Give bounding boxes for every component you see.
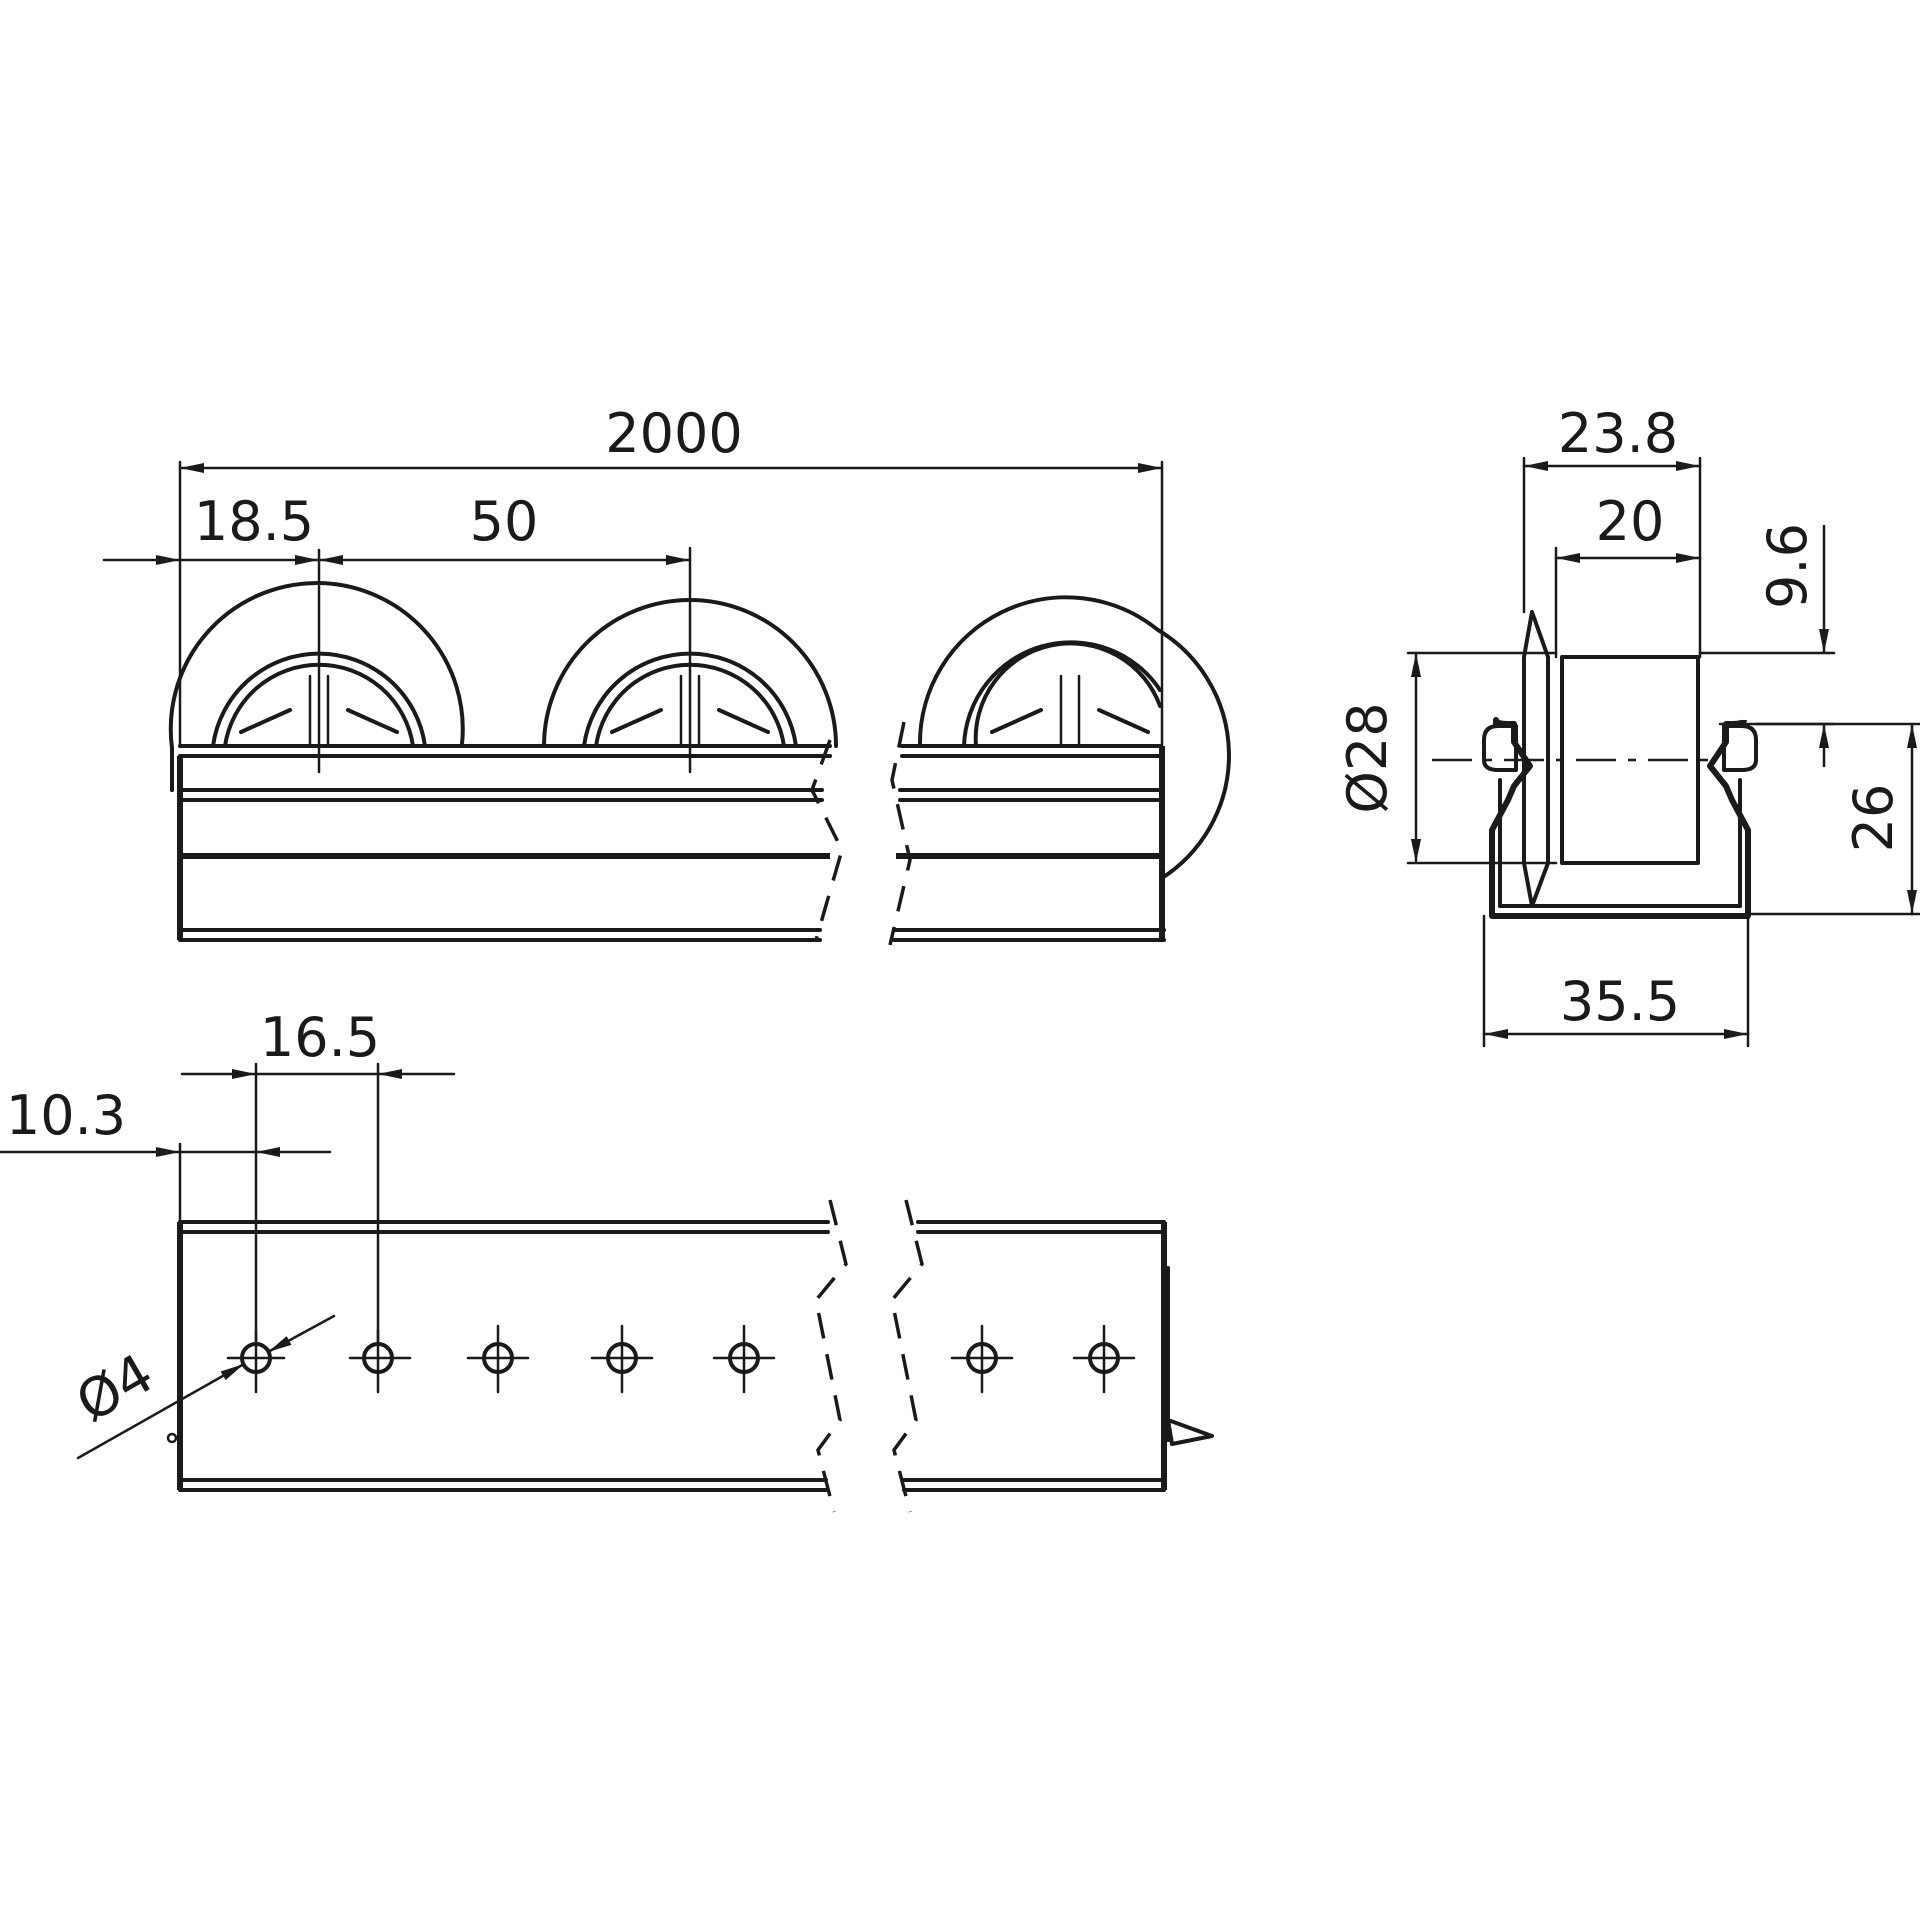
dimension-profile-height: 26: [1746, 722, 1920, 916]
mounting-holes: [226, 1324, 1136, 1394]
hole: [348, 1328, 412, 1394]
dimension-axle-height: 9.6: [1698, 523, 1836, 768]
dimension-rail-outer-width: 23.8: [1522, 402, 1702, 659]
break-line-top-left: [814, 1199, 848, 1513]
hole: [466, 1324, 530, 1394]
dimension-profile-base-width: 35.5: [1482, 914, 1750, 1048]
dimension-label-35-5: 35.5: [1560, 970, 1680, 1033]
roller-3: [917, 595, 1231, 880]
dimension-rail-inner-width: 20: [1554, 490, 1702, 659]
dimension-first-hole-offset: 10.3: [0, 1084, 332, 1224]
dimension-roller-diameter: Ø28: [1336, 651, 1558, 865]
dimension-overall-length: 2000: [178, 402, 1164, 748]
hole: [1072, 1324, 1136, 1394]
top-view: 16.5 10.3 Ø4: [0, 1006, 1214, 1513]
dimension-label-10-3: 10.3: [6, 1084, 126, 1147]
hole: [590, 1324, 654, 1394]
dimension-label-diameter-4: Ø4: [66, 1341, 164, 1434]
break-line-top-right: [890, 1199, 924, 1513]
rail-top-right: [902, 1220, 1214, 1492]
break-line-left: [810, 739, 844, 941]
hole: [712, 1324, 776, 1394]
dimension-hole-pitch: 16.5: [180, 1006, 456, 1346]
side-view: 23.8 20 9.6 Ø28 26: [1336, 402, 1920, 1048]
dimension-label-26: 26: [1842, 784, 1905, 853]
hole: [950, 1324, 1014, 1394]
dimension-label-23-8: 23.8: [1558, 402, 1678, 465]
rail-profile-left: [170, 744, 832, 942]
rail-top-left: [177, 1220, 830, 1492]
dimension-label-2000: 2000: [605, 402, 742, 465]
roller-1: [168, 581, 465, 792]
dimension-roller-pitch: 18.5 50: [102, 490, 692, 565]
break-line-right: [888, 721, 912, 946]
front-view: 2000 18.5 50: [102, 402, 1231, 946]
dimension-label-18-5: 18.5: [194, 490, 314, 553]
dimension-label-diameter-28: Ø28: [1336, 702, 1399, 813]
rail-profile-right: [892, 744, 1166, 942]
dimension-label-9-6: 9.6: [1756, 523, 1819, 609]
dimension-hole-diameter: Ø4: [66, 1314, 336, 1460]
dimension-label-16-5: 16.5: [260, 1006, 380, 1069]
dimension-label-50: 50: [470, 490, 539, 553]
dimension-label-20: 20: [1596, 490, 1665, 553]
